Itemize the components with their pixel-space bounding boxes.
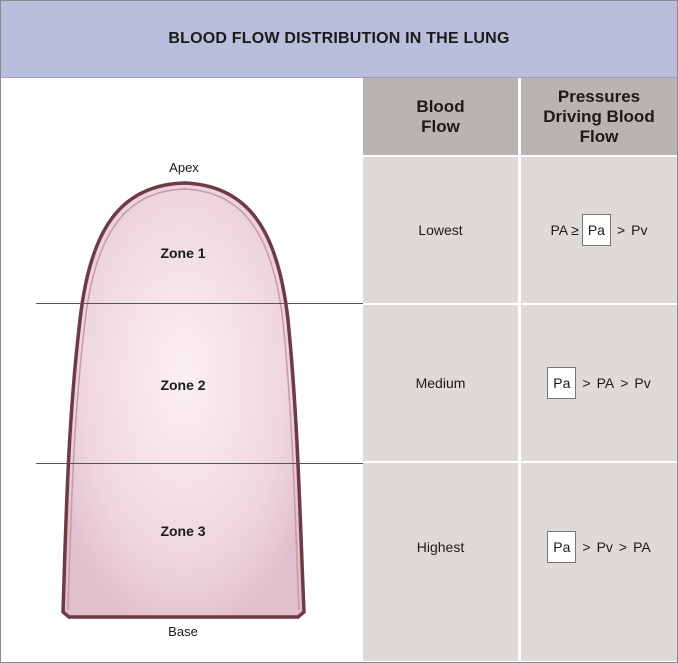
lung-outline — [61, 181, 306, 619]
pressure-cell-zone-1: PA ≥ Pa > Pv — [521, 157, 677, 303]
pressure-term: Pv — [596, 539, 613, 555]
zone-2-label: Zone 2 — [160, 377, 206, 393]
pressure-term: PA — [550, 222, 569, 238]
flow-value: Highest — [416, 539, 465, 555]
operator: > — [616, 222, 626, 238]
pressures-column-header: Pressures Driving Blood Flow — [521, 78, 677, 155]
figure-title: BLOOD FLOW DISTRIBUTION IN THE LUNG — [1, 1, 677, 78]
operator: > — [582, 375, 591, 391]
operator: > — [582, 539, 591, 555]
pressure-cell-zone-3: Pa > Pv > PA — [521, 463, 677, 661]
pressure-term: PA — [633, 539, 651, 555]
zone-3-label: Zone 3 — [160, 523, 206, 539]
pressure-term: Pv — [631, 222, 648, 238]
pressure-term-highlighted: Pa — [547, 367, 577, 399]
operator: > — [618, 539, 628, 555]
operator: ≥ — [571, 222, 579, 238]
pressure-expression: Pa > PA > Pv — [547, 367, 651, 399]
pressure-cell-zone-2: Pa > PA > Pv — [521, 305, 677, 461]
pressure-term-highlighted: Pa — [581, 214, 611, 246]
blood-flow-column-header: Blood Flow — [363, 78, 518, 155]
flow-cell-zone-2: Medium — [363, 305, 518, 461]
flow-cell-zone-1: Lowest — [363, 157, 518, 303]
blood-flow-header-text: Blood Flow — [416, 96, 465, 136]
pressure-expression: PA ≥ Pa > Pv — [550, 214, 648, 246]
zone-divider-2-3 — [36, 463, 363, 464]
zone-1-label: Zone 1 — [160, 245, 206, 261]
pressure-expression: Pa > Pv > PA — [547, 531, 651, 563]
operator: > — [620, 375, 629, 391]
flow-cell-zone-3: Highest — [363, 463, 518, 661]
flow-value: Medium — [415, 375, 466, 391]
pressure-term: Pv — [634, 375, 651, 391]
flow-value: Lowest — [418, 222, 463, 238]
zone-divider-1-2 — [36, 303, 363, 304]
pressure-term: PA — [596, 375, 615, 391]
base-label: Base — [168, 624, 198, 639]
pressure-term-highlighted: Pa — [547, 531, 577, 563]
pressures-header-text: Pressures Driving Blood Flow — [543, 86, 655, 146]
apex-label: Apex — [169, 160, 199, 175]
